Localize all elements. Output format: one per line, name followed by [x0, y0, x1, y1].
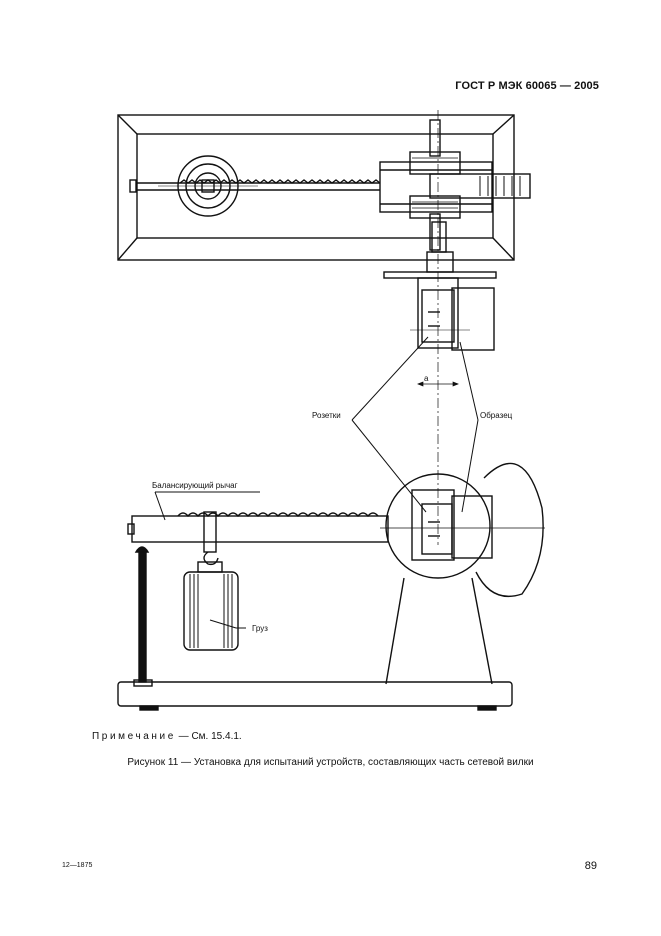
standard-header: ГОСТ Р МЭК 60065 — 2005	[455, 80, 599, 92]
stand-legs	[385, 577, 493, 685]
top-view-rod	[129, 155, 381, 217]
weight-label: Груз	[252, 624, 268, 633]
note-prefix: Примечание	[92, 731, 176, 742]
lever-label: Балансирующий рычаг	[152, 481, 238, 490]
sockets-label: Розетки	[312, 411, 341, 420]
weight-hanger	[183, 511, 239, 651]
centerline	[417, 110, 459, 545]
balance-lever	[127, 512, 389, 543]
dimension-a-label: a	[424, 374, 429, 383]
top-view-mechanism	[379, 119, 531, 251]
figure-note: Примечание — См. 15.4.1.	[92, 731, 242, 742]
test-apparatus-figure: Розетки Образец Балансирующий рычаг Груз…	[117, 110, 545, 711]
specimen-assembly	[380, 462, 545, 598]
top-view-frame	[117, 114, 515, 261]
support-post	[133, 546, 153, 687]
footer-code: 12—1875	[62, 862, 93, 869]
note-text: — См. 15.4.1.	[175, 731, 242, 742]
page-number: 89	[584, 860, 597, 872]
figure-caption: Рисунок 11 — Установка для испытаний уст…	[127, 757, 534, 768]
base-plate	[117, 681, 513, 711]
specimen-label: Образец	[480, 411, 513, 420]
